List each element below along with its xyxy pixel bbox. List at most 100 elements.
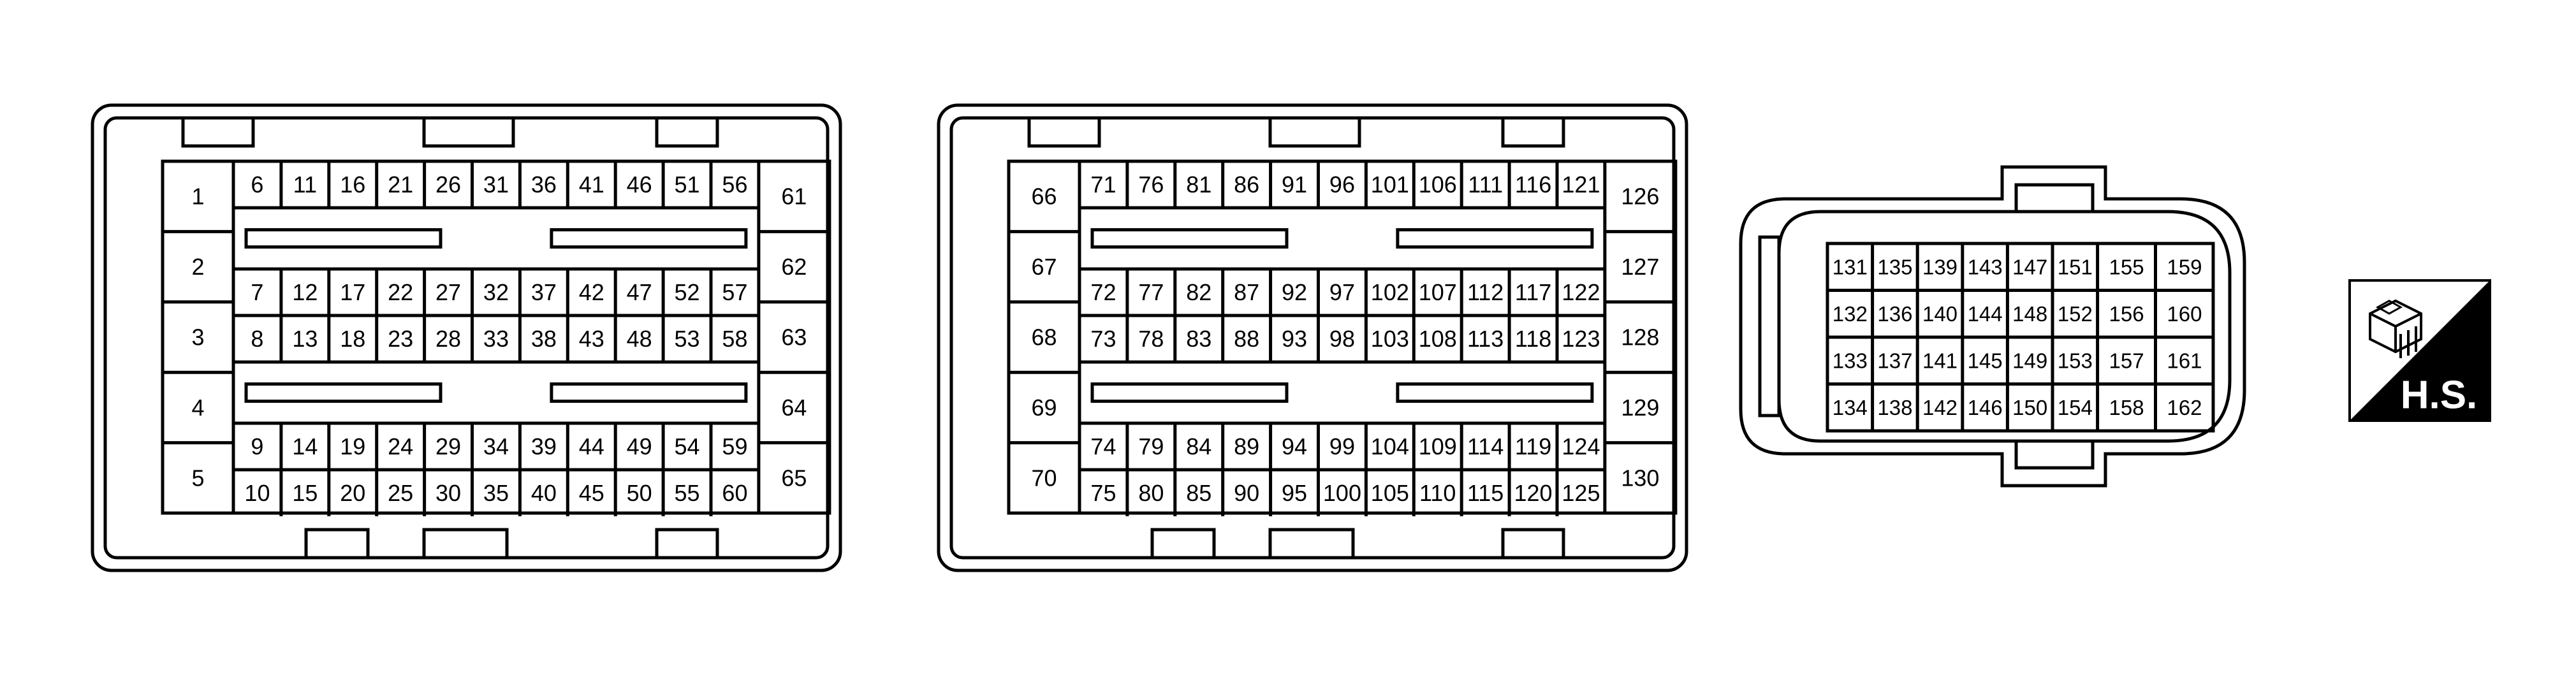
pin-label: 90 bbox=[1234, 480, 1259, 506]
pin-label: 44 bbox=[579, 433, 604, 460]
keying-slot bbox=[1396, 382, 1594, 403]
keying-slot bbox=[244, 228, 443, 249]
pin-label: 20 bbox=[340, 480, 365, 506]
keying-slot bbox=[244, 382, 443, 403]
connector-housing-outer bbox=[1739, 165, 2246, 488]
pin-label: 33 bbox=[483, 326, 509, 352]
pin-label: 56 bbox=[722, 171, 747, 198]
pin-label: 98 bbox=[1329, 326, 1355, 352]
pin-label: 106 bbox=[1419, 171, 1457, 198]
icon-wire bbox=[2399, 326, 2417, 358]
pin-label: 114 bbox=[1467, 433, 1504, 460]
side-latch bbox=[1758, 235, 1781, 417]
pin-label: 70 bbox=[1031, 465, 1057, 491]
pin-label: 23 bbox=[388, 326, 413, 352]
pin-label: 68 bbox=[1031, 324, 1057, 351]
pin-label: 141 bbox=[1922, 349, 1958, 372]
locking-tab bbox=[422, 528, 509, 560]
pin-label: 43 bbox=[579, 326, 604, 352]
keying-slot bbox=[1090, 228, 1289, 249]
pin-label: 52 bbox=[675, 279, 700, 305]
connector-housing-inner bbox=[103, 116, 830, 560]
pin-label: 67 bbox=[1031, 254, 1057, 280]
pin-label: 62 bbox=[781, 254, 807, 280]
pin-label: 161 bbox=[2167, 349, 2202, 372]
pin-label: 93 bbox=[1282, 326, 1307, 352]
pin-label: 47 bbox=[627, 279, 652, 305]
pin-label: 117 bbox=[1515, 279, 1551, 305]
pin-label: 116 bbox=[1515, 171, 1551, 198]
pin-label: 13 bbox=[292, 326, 318, 352]
pin-label: 34 bbox=[483, 433, 509, 460]
pin-label: 61 bbox=[781, 184, 807, 210]
pin-label: 139 bbox=[1922, 255, 1958, 279]
pin-label: 128 bbox=[1621, 324, 1659, 351]
pin-label: 26 bbox=[435, 171, 461, 198]
pin-label: 110 bbox=[1419, 480, 1456, 506]
pin-label: 55 bbox=[675, 480, 700, 506]
pin-label: 29 bbox=[435, 433, 461, 460]
pin-label: 91 bbox=[1282, 171, 1307, 198]
keying-slot bbox=[1090, 382, 1289, 403]
connector-harness-side-icon bbox=[2369, 299, 2422, 358]
pin-label: 149 bbox=[2012, 349, 2047, 372]
pin-label: 83 bbox=[1186, 326, 1211, 352]
pin-label: 49 bbox=[627, 433, 652, 460]
pin-label: 134 bbox=[1833, 396, 1868, 419]
pin-label: 51 bbox=[675, 171, 700, 198]
pin-label: 144 bbox=[1968, 302, 2003, 326]
pin-label: 37 bbox=[531, 279, 557, 305]
pin-label: 136 bbox=[1877, 302, 1912, 326]
locking-tab bbox=[1501, 116, 1565, 148]
pin-label: 35 bbox=[483, 480, 509, 506]
pin-label: 24 bbox=[388, 433, 413, 460]
pin-label: 10 bbox=[244, 480, 270, 506]
pin-label: 113 bbox=[1467, 326, 1504, 352]
pin-label: 140 bbox=[1922, 302, 1958, 326]
pin-label: 3 bbox=[191, 324, 204, 351]
pin-label: 18 bbox=[340, 326, 365, 352]
locking-tab bbox=[181, 116, 255, 148]
pin-label: 80 bbox=[1138, 480, 1164, 506]
pin-frame bbox=[1007, 159, 1678, 515]
pin-label: 135 bbox=[1877, 255, 1912, 279]
pin-label: 148 bbox=[2012, 302, 2047, 326]
pin-label: 82 bbox=[1186, 279, 1211, 305]
pin-label: 99 bbox=[1329, 433, 1355, 460]
pin-frame bbox=[161, 159, 831, 515]
pin-label: 101 bbox=[1371, 171, 1409, 198]
pin-label: 38 bbox=[531, 326, 557, 352]
pin-label: 151 bbox=[2058, 255, 2093, 279]
pin-label: 109 bbox=[1419, 433, 1457, 460]
pin-label: 118 bbox=[1515, 326, 1551, 352]
pin-label: 5 bbox=[191, 465, 204, 491]
pin-label: 158 bbox=[2109, 396, 2144, 419]
pin-label: 156 bbox=[2109, 302, 2144, 326]
pin-label: 160 bbox=[2167, 302, 2202, 326]
pin-label: 147 bbox=[2012, 255, 2047, 279]
pin-label: 14 bbox=[292, 433, 318, 460]
pin-label: 95 bbox=[1282, 480, 1307, 506]
pin-label: 9 bbox=[251, 433, 263, 460]
pin-label: 15 bbox=[292, 480, 318, 506]
pin-label: 2 bbox=[191, 254, 204, 280]
pin-label: 25 bbox=[388, 480, 413, 506]
pin-label: 7 bbox=[251, 279, 263, 305]
pin-label: 96 bbox=[1329, 171, 1355, 198]
pin-label: 81 bbox=[1186, 171, 1211, 198]
pin-label: 155 bbox=[2109, 255, 2144, 279]
pin-label: 92 bbox=[1282, 279, 1307, 305]
locking-tab bbox=[2014, 183, 2095, 214]
pin-label: 63 bbox=[781, 324, 807, 351]
pin-label: 64 bbox=[781, 395, 807, 421]
icon-top bbox=[2375, 300, 2403, 315]
pin-label: 30 bbox=[435, 480, 461, 506]
hs-badge: H.S. bbox=[2348, 279, 2491, 422]
pin-label: 36 bbox=[531, 171, 557, 198]
pin-label: 146 bbox=[1968, 396, 2003, 419]
pin-label: 138 bbox=[1877, 396, 1912, 419]
badge-diagonal-fill bbox=[2350, 280, 2490, 421]
icon-body bbox=[2369, 299, 2422, 354]
pin-label: 57 bbox=[722, 279, 747, 305]
